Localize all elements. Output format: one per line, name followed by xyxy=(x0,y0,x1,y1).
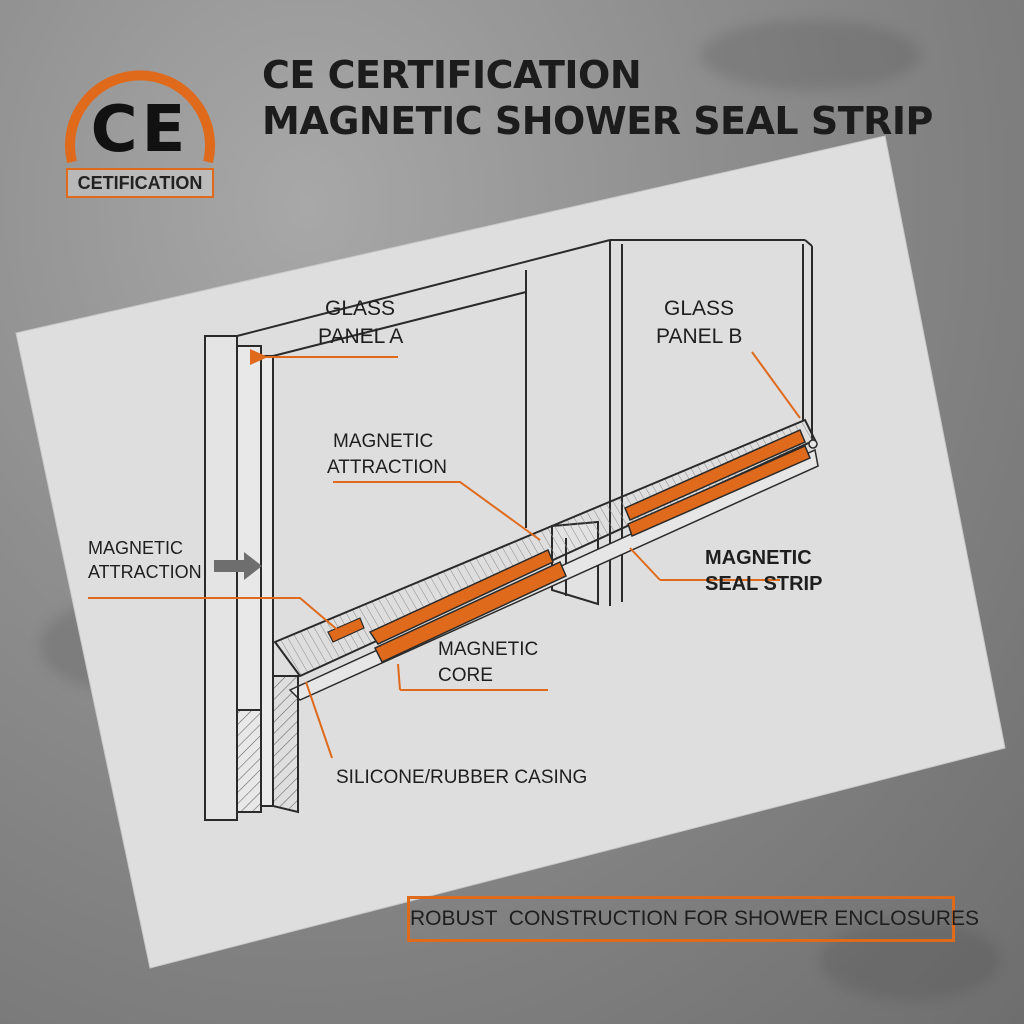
label-glass-panel-a-line2: PANEL A xyxy=(318,325,404,348)
label-magnetic-attraction-left-line2: ATTRACTION xyxy=(88,562,202,582)
magnetic-strips xyxy=(327,429,811,663)
label-magnetic-core-line2: CORE xyxy=(438,665,493,686)
label-magnetic-attraction-top-line2: ATTRACTION xyxy=(327,457,447,478)
title-line-2: MAGNETIC SHOWER SEAL STRIP xyxy=(262,99,933,143)
label-glass-panel-b-line2: PANEL B xyxy=(656,325,743,348)
ce-ring-icon xyxy=(65,70,215,164)
title-line-1: CE CERTIFICATION xyxy=(262,53,642,97)
label-magnetic-seal-strip-line1: MAGNETIC xyxy=(705,547,812,569)
label-silicone-casing: SILICONE/RUBBER CASING xyxy=(336,767,588,788)
attraction-arrow-icon xyxy=(214,552,262,580)
label-glass-panel-b-line1: GLASS xyxy=(664,297,735,320)
ce-certification-logo: CE CETIFICATION xyxy=(58,42,222,202)
label-magnetic-attraction-left-line1: MAGNETIC xyxy=(88,538,184,558)
label-glass-panel-a-line1: GLASS xyxy=(325,297,396,320)
leader-lines xyxy=(88,349,801,759)
page-title: CE CERTIFICATION MAGNETIC SHOWER SEAL ST… xyxy=(262,52,933,144)
label-magnetic-core-line1: MAGNETIC xyxy=(438,639,539,660)
footer-caption: ROBUST CONSTRUCTION FOR SHOWER ENCLOSURE… xyxy=(407,896,979,942)
background-stain xyxy=(820,920,1000,1000)
label-magnetic-attraction-top-line1: MAGNETIC xyxy=(333,431,434,452)
ce-mark: CE xyxy=(90,93,190,167)
ce-banner: CETIFICATION xyxy=(66,168,214,198)
label-magnetic-seal-strip-line2: SEAL STRIP xyxy=(705,573,823,595)
background-stain xyxy=(700,20,920,90)
